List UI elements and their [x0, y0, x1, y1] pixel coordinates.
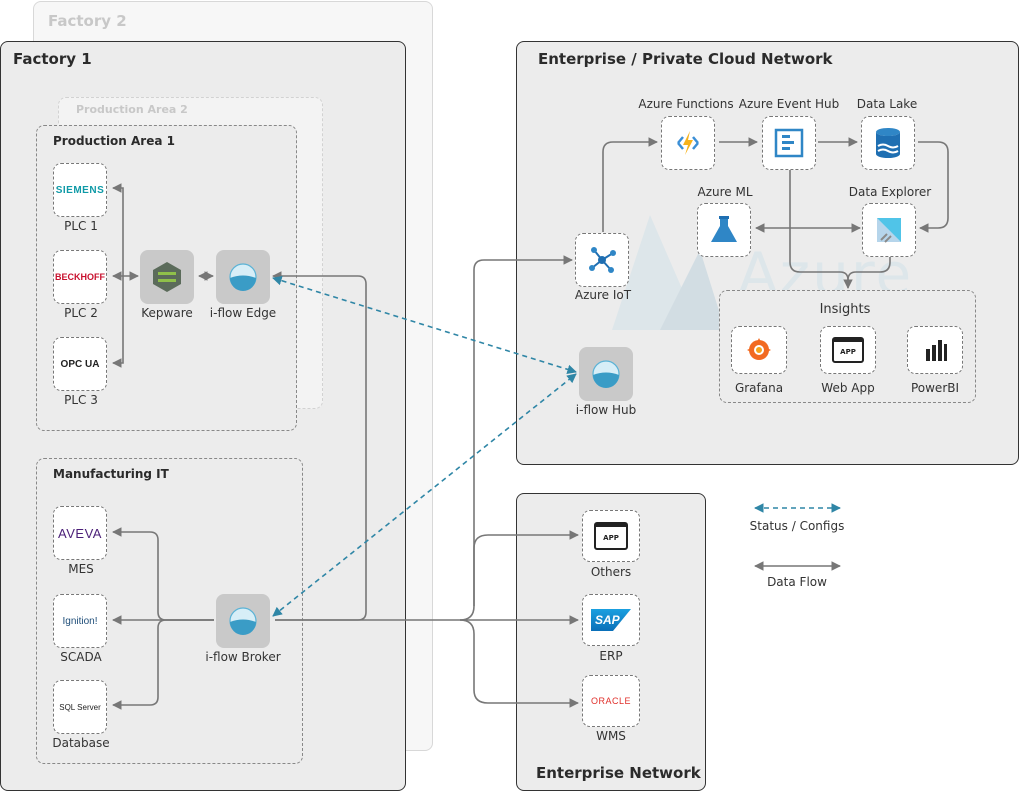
azure-functions-node[interactable] [661, 116, 715, 170]
iflow-edge-node[interactable] [216, 250, 270, 304]
wms-node[interactable]: ORACLE [582, 675, 640, 727]
cloud-network-title: Enterprise / Private Cloud Network [538, 50, 833, 68]
wire-plc3-kepware [112, 276, 124, 368]
production-area-2-title: Production Area 2 [76, 103, 188, 116]
database-icon [876, 128, 900, 158]
wire-iot-functions [602, 137, 658, 232]
legend-dataflow-label: Data Flow [767, 575, 827, 589]
ignition-logo: Ignition! [62, 615, 98, 627]
opcua-logo: OPC UA [60, 358, 100, 370]
data-lake-node[interactable] [861, 116, 915, 170]
erp-node[interactable]: SAP [582, 594, 640, 646]
others-label: Others [590, 565, 632, 579]
grafana-label: Grafana [734, 381, 784, 395]
data-explorer-icon [877, 218, 901, 243]
plc-1-label: PLC 1 [64, 219, 98, 233]
data-explorer-label: Data Explorer [848, 185, 932, 199]
sap-logo-badge: SAP [591, 609, 631, 631]
iflow-icon [229, 263, 257, 291]
mes-label: MES [68, 562, 94, 576]
web-app-logo: APP [840, 347, 856, 356]
factory-1-title: Factory 1 [13, 50, 92, 68]
web-app-node[interactable]: APP [820, 326, 876, 374]
manufacturing-it-title: Manufacturing IT [53, 467, 169, 481]
plc-2-label: PLC 2 [64, 306, 98, 320]
iot-hub-icon [589, 247, 616, 273]
mes-node[interactable]: AVEVA [53, 506, 107, 560]
wire-eventhub-insights [789, 168, 853, 289]
kepware-icon [153, 262, 181, 292]
plc-3-node[interactable]: OPC UA [53, 337, 107, 391]
azure-event-hub-node[interactable] [762, 116, 816, 170]
kepware-node[interactable] [140, 250, 194, 304]
insights-title: Insights [819, 302, 871, 317]
iflow-hub-node[interactable] [579, 347, 633, 401]
iflow-broker-node[interactable] [216, 594, 270, 648]
others-logo: APP [603, 533, 619, 542]
powerbi-node[interactable] [907, 326, 963, 374]
status-edge-hub [272, 275, 577, 375]
iflow-icon [229, 607, 257, 635]
enterprise-network-title: Enterprise Network [536, 764, 701, 782]
azure-ml-node[interactable] [697, 203, 751, 257]
production-area-1-title: Production Area 1 [53, 134, 175, 148]
siemens-logo: SIEMENS [55, 184, 105, 196]
wire-broker-iot [473, 255, 573, 606]
powerbi-icon [926, 340, 947, 361]
iflow-icon [592, 360, 620, 388]
plc-1-node[interactable]: SIEMENS [53, 163, 107, 217]
azure-iot-node[interactable] [575, 233, 629, 287]
grafana-node[interactable] [731, 326, 787, 374]
azure-ml-label: Azure ML [697, 185, 753, 199]
azure-event-hub-label: Azure Event Hub [738, 97, 840, 111]
plc-2-node[interactable]: BECKHOFF [53, 250, 107, 304]
sqlserver-logo: SQL Server [59, 702, 101, 712]
wire-db-broker [112, 619, 214, 710]
iflow-edge-label: i-flow Edge [209, 306, 277, 320]
event-hub-icon [774, 128, 804, 158]
wire-datalake-explorer [918, 141, 949, 233]
database-node[interactable]: SQL Server [53, 680, 107, 734]
web-app-label: Web App [821, 381, 875, 395]
powerbi-label: PowerBI [910, 381, 960, 395]
data-lake-label: Data Lake [856, 97, 918, 111]
beckhoff-logo: BECKHOFF [55, 272, 105, 282]
lightning-icon [677, 131, 699, 155]
wire-mes-broker [112, 527, 214, 621]
scada-node[interactable]: Ignition! [53, 594, 107, 648]
flask-icon [711, 216, 737, 242]
status-broker-hub [272, 373, 577, 617]
wire-broker-others [459, 530, 579, 621]
database-label: Database [52, 736, 110, 750]
others-node[interactable]: APP [582, 510, 640, 562]
azure-iot-label: Azure IoT [574, 288, 632, 302]
factory-2-title: Factory 2 [48, 12, 127, 30]
scada-label: SCADA [60, 650, 102, 664]
wms-label: WMS [596, 729, 626, 743]
app-window-icon: APP [594, 522, 628, 550]
data-explorer-node[interactable] [862, 203, 916, 257]
wire-explorer-insights [847, 254, 891, 281]
wire-plc1-kepware [112, 183, 124, 276]
legend-status-label: Status / Configs [749, 519, 845, 533]
kepware-label: Kepware [141, 306, 193, 320]
aveva-logo: AVEVA [58, 525, 102, 541]
grafana-icon [747, 338, 771, 360]
plc-3-label: PLC 3 [64, 393, 98, 407]
sap-logo: SAP [595, 613, 620, 627]
wire-edge-broker [272, 271, 367, 621]
azure-functions-label: Azure Functions [638, 97, 734, 111]
iflow-hub-label: i-flow Hub [575, 403, 637, 417]
wire-broker-wms [459, 619, 579, 708]
erp-label: ERP [599, 649, 623, 663]
oracle-logo: ORACLE [590, 696, 631, 706]
app-window-icon: APP [832, 337, 864, 363]
iflow-broker-label: i-flow Broker [205, 650, 281, 664]
